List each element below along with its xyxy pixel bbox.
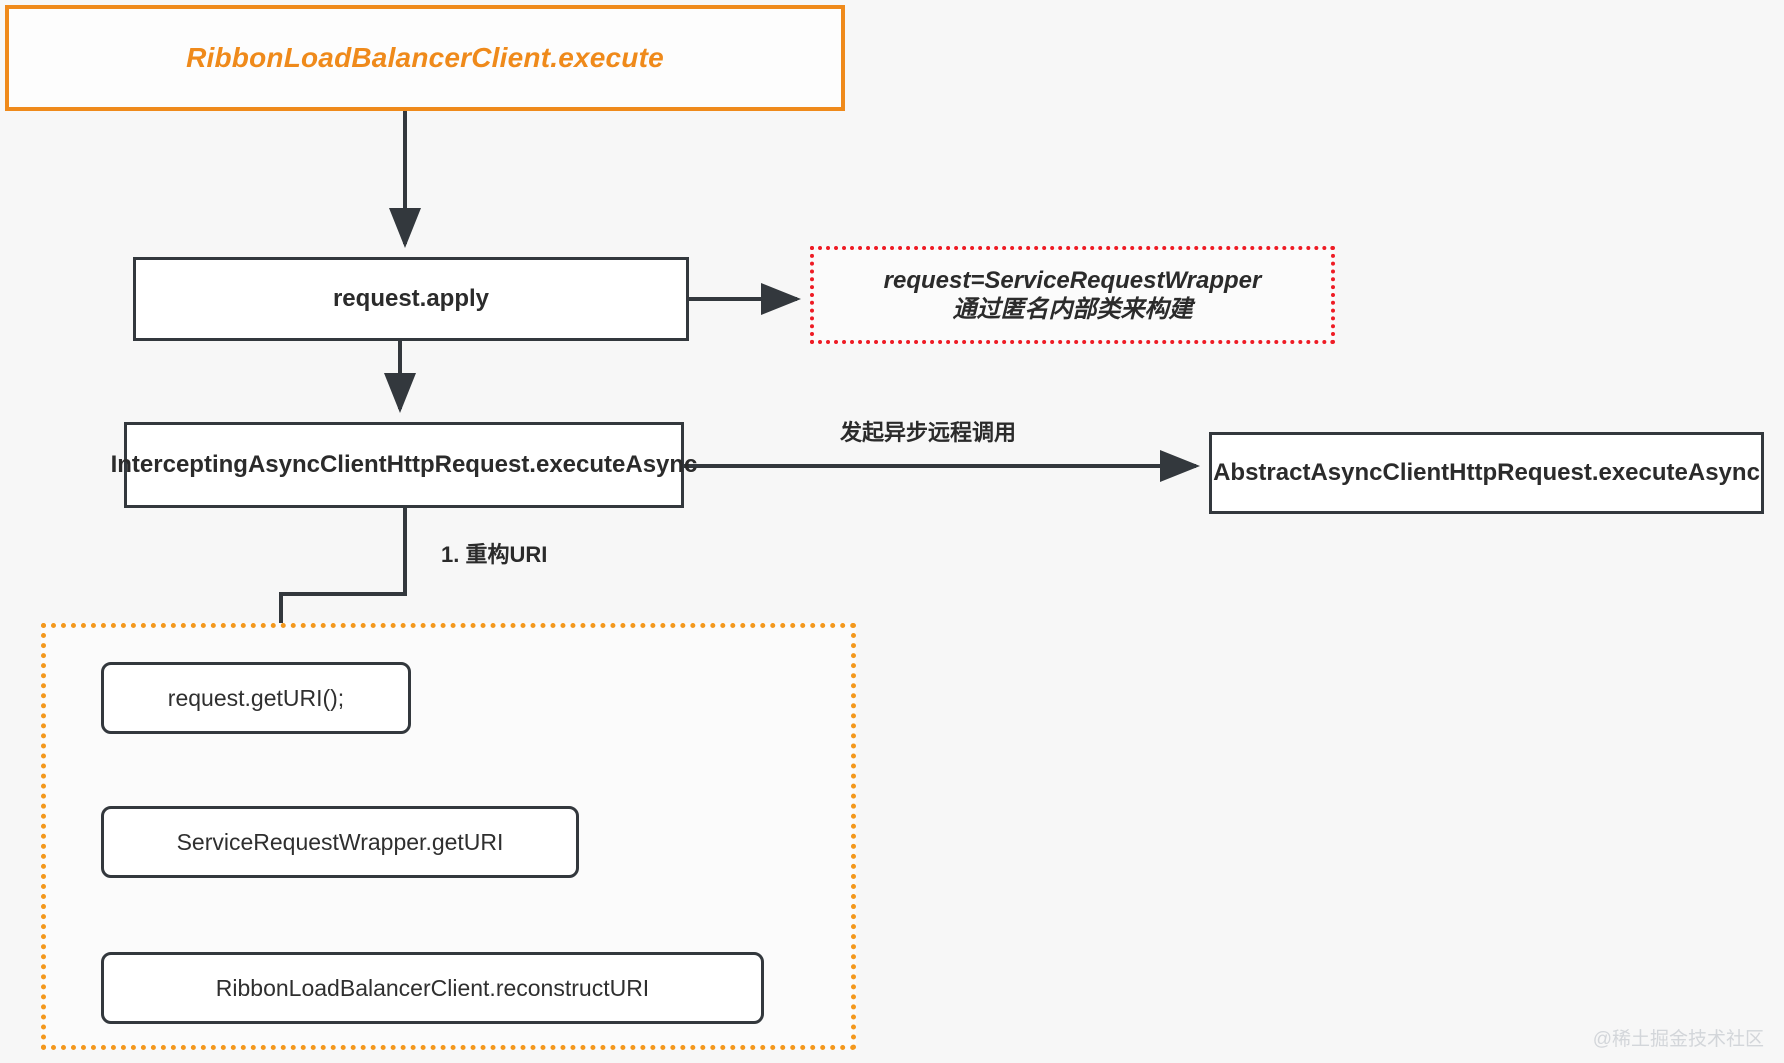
node-label: request.apply bbox=[332, 284, 490, 312]
note-line-2: 通过匿名内部类来构建 bbox=[952, 296, 1193, 323]
node-request-get-uri[interactable]: request.getURI(); bbox=[101, 662, 411, 734]
edge-intercepting-to-group bbox=[279, 508, 407, 626]
node-ribbon-load-balancer-client-execute[interactable]: RibbonLoadBalancerClient.execute bbox=[5, 5, 845, 111]
node-label: RibbonLoadBalancerClient.execute bbox=[186, 42, 664, 73]
node-label: InterceptingAsyncClientHttpRequest.execu… bbox=[110, 450, 698, 478]
note-line-1: request=ServiceRequestWrapper bbox=[883, 266, 1262, 294]
node-intercepting-async-client-http-request-execute-async[interactable]: InterceptingAsyncClientHttpRequest.execu… bbox=[111, 422, 697, 508]
node-label: ServiceRequestWrapper.getURI bbox=[176, 828, 504, 855]
node-abstract-async-client-http-request-execute-async[interactable]: AbstractAsyncClientHttpRequest.executeAs… bbox=[1209, 432, 1764, 514]
node-label: RibbonLoadBalancerClient.reconstructURI bbox=[215, 974, 650, 1001]
node-request-apply[interactable]: request.apply bbox=[133, 257, 689, 341]
edge-label-reconstruct-uri-step: 1. 重构URI bbox=[441, 542, 548, 567]
node-service-request-wrapper-get-uri[interactable]: ServiceRequestWrapper.getURI bbox=[101, 806, 579, 878]
node-label: request.getURI(); bbox=[167, 684, 345, 711]
note-service-request-wrapper: request=ServiceRequestWrapper 通过匿名内部类来构建 bbox=[810, 246, 1335, 344]
node-label: AbstractAsyncClientHttpRequest.executeAs… bbox=[1213, 458, 1760, 486]
node-ribbon-load-balancer-client-reconstruct-uri[interactable]: RibbonLoadBalancerClient.reconstructURI bbox=[101, 952, 764, 1024]
edge-label-async-remote-call: 发起异步远程调用 bbox=[840, 420, 1017, 445]
watermark: @稀土掘金技术社区 bbox=[1592, 1029, 1764, 1050]
